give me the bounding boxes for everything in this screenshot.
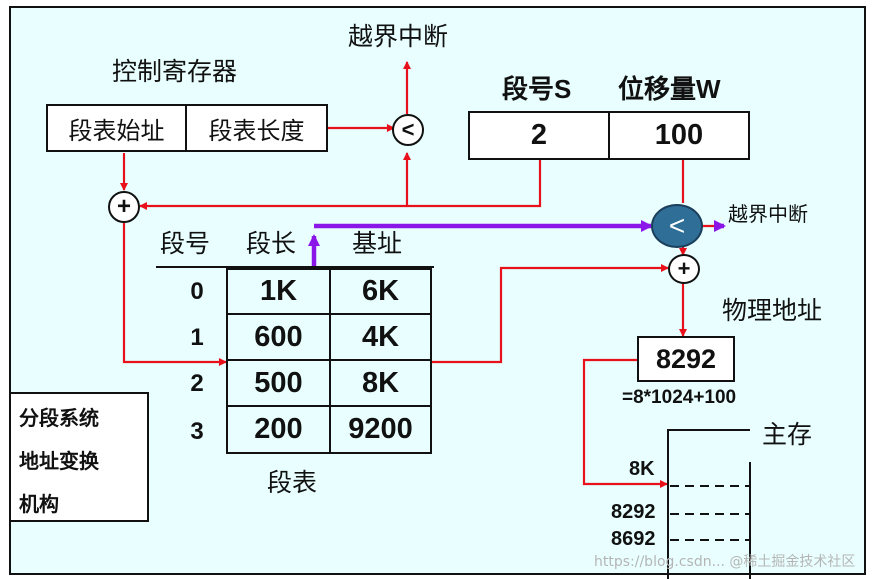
displacement-value: 100	[654, 119, 704, 151]
row-2-base: 8K	[361, 366, 400, 399]
address-formula: =8*1024+100	[622, 387, 737, 408]
base-adder: +	[108, 191, 140, 223]
memory-label-8692: 8692	[611, 528, 656, 550]
length-comparator: <	[392, 114, 424, 146]
wire-adder-to-row	[122, 223, 227, 366]
register-base-cell: 段表始址	[48, 106, 187, 150]
displacement-label: 位移量W	[618, 74, 721, 104]
row-0-index: 0	[190, 278, 204, 305]
physical-address-label: 物理地址	[722, 296, 823, 325]
row-0-base: 6K	[361, 275, 400, 307]
address-adder: +	[668, 254, 700, 284]
overflow-right-label: 越界中断	[728, 202, 808, 226]
control-register-label: 控制寄存器	[112, 57, 238, 86]
row-1-length: 600	[228, 315, 331, 359]
register-length-cell: 段表长度	[208, 116, 305, 145]
memory-label-8k: 8K	[629, 458, 655, 480]
memory-label-8292: 8292	[611, 501, 656, 523]
row-2-length: 500	[228, 361, 331, 405]
row-0-length: 1K	[228, 270, 331, 313]
row-3-length: 200	[228, 407, 331, 452]
segment-table-label: 段表	[267, 468, 318, 497]
caption-line-3: 机构	[19, 492, 59, 516]
segment-table: 1K 6K 600 4K 500 8K 200 9200	[226, 268, 432, 454]
watermark: https://blog.csdn... @稀土掘金技术社区	[594, 554, 856, 570]
wire-base-value-to-adder	[432, 264, 669, 364]
caption-line-1: 分段系统	[19, 406, 99, 430]
table-row: 200 9200	[228, 407, 430, 452]
header-base: 基址	[352, 229, 403, 258]
table-row: 600 4K	[228, 315, 430, 361]
row-1-index: 1	[190, 324, 204, 351]
table-row: 1K 6K	[228, 270, 430, 315]
wire-physical-to-memory	[582, 358, 668, 488]
caption-box: 分段系统 地址变换 机构	[9, 392, 149, 522]
row-2-index: 2	[190, 370, 204, 397]
physical-address-value: 8292	[637, 336, 735, 382]
wire-s-to-compare	[403, 152, 542, 208]
control-register: 段表始址 段表长度	[46, 104, 328, 152]
seg-no-label: 段号S	[502, 74, 572, 104]
displacement-comparator: <	[651, 204, 703, 248]
diagram-frame	[9, 6, 866, 575]
row-3-index: 3	[190, 418, 204, 445]
header-seg-no: 段号	[160, 229, 211, 258]
row-3-base: 9200	[348, 413, 413, 445]
logical-address-register: 2 100	[468, 111, 750, 160]
segment-value: 2	[470, 113, 610, 158]
overflow-top-label: 越界中断	[348, 22, 449, 51]
caption-line-2: 地址变换	[19, 449, 99, 473]
row-1-base: 4K	[361, 320, 400, 353]
main-memory-label: 主存	[762, 420, 813, 449]
memory-outline	[667, 429, 750, 579]
header-underline	[156, 266, 434, 268]
table-row: 500 8K	[228, 361, 430, 407]
header-seg-length: 段长	[246, 229, 297, 258]
